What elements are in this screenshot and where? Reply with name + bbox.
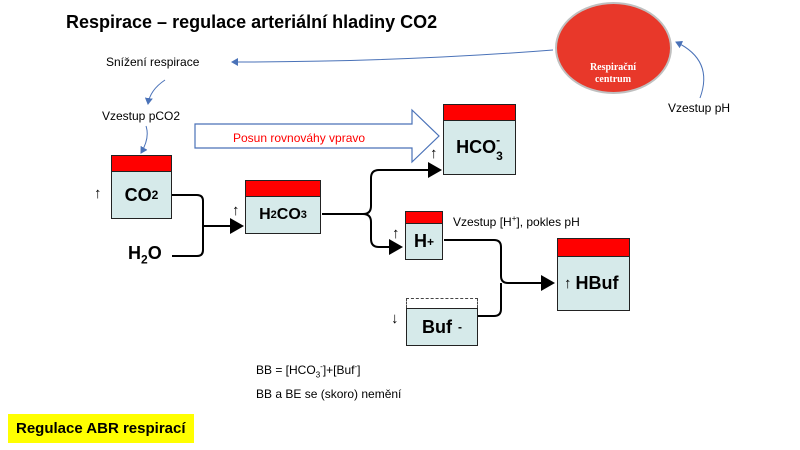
hbuf-box: ↑HBuf bbox=[557, 256, 630, 311]
co2-cap bbox=[111, 155, 172, 172]
note-vzestup-ph: Vzestup pH bbox=[668, 101, 731, 115]
bb-post: ] bbox=[357, 363, 361, 377]
slide-title: Respirace – regulace arteriální hladiny … bbox=[66, 12, 438, 32]
respiratory-center-line1: Respirační bbox=[589, 62, 637, 73]
note-vzestup-h-sup: + bbox=[511, 214, 517, 223]
buf-to-hbuf-line bbox=[478, 283, 502, 317]
respiratory-center-line2: centrum bbox=[594, 74, 632, 85]
co2-to-h2co3-line bbox=[172, 194, 204, 257]
h2o-label: H2O bbox=[128, 243, 162, 267]
bb-be-note: BB a BE se (skoro) nemění bbox=[256, 387, 402, 401]
hbuf-label: HBuf bbox=[575, 273, 619, 293]
h2o-post: O bbox=[147, 243, 162, 263]
center-to-snizeni-arrow bbox=[231, 49, 554, 66]
h2co3-split-line bbox=[322, 162, 442, 215]
buf-cap-depleted bbox=[406, 298, 478, 308]
h2co3-cap bbox=[245, 180, 321, 197]
h2o-sub: 2 bbox=[141, 252, 148, 267]
buf-label: Buf bbox=[422, 316, 452, 337]
h2co3-up-arrow: ↑ bbox=[232, 202, 240, 219]
h-up-arrow: ↑ bbox=[392, 225, 400, 242]
hco3-sup: - bbox=[496, 132, 501, 147]
hco3-box: HCO-3 bbox=[443, 120, 516, 175]
hco3-label: HCO bbox=[456, 137, 497, 157]
hco3-cap bbox=[443, 104, 516, 121]
buf-sup: - bbox=[458, 320, 462, 334]
bb-sub: 3 bbox=[315, 370, 321, 380]
buf-down-arrow: ↓ bbox=[391, 310, 399, 327]
snizeni-to-pco2-arrow bbox=[144, 79, 166, 105]
respiratory-center-label: Respirační centrum bbox=[578, 62, 648, 86]
bb-equation: BB = [HCO3-]+[Buf-] bbox=[256, 362, 361, 379]
hco3-up-arrow: ↑ bbox=[430, 145, 438, 162]
hbuf-up-arrow: ↑ bbox=[564, 275, 572, 292]
h-sup: + bbox=[426, 234, 434, 249]
h2co3-mid: CO bbox=[276, 206, 301, 223]
hco3-script: -3 bbox=[496, 132, 503, 163]
buf-box: Buf- bbox=[406, 308, 478, 346]
note-vzestup-pco2: Vzestup pCO2 bbox=[102, 109, 181, 123]
h2o-pre: H bbox=[128, 243, 141, 263]
h2co3-sub: 2 bbox=[270, 209, 277, 221]
h-label: H bbox=[413, 231, 427, 251]
co2-up-arrow: ↑ bbox=[94, 185, 102, 202]
shift-right-arrow bbox=[194, 108, 440, 164]
respiratory-center bbox=[555, 2, 672, 94]
hco3-sub: 3 bbox=[496, 148, 503, 163]
h-box: H+ bbox=[405, 223, 443, 260]
co2-label: CO bbox=[124, 184, 152, 205]
bb-sup2: - bbox=[354, 362, 358, 371]
ph-to-center-arrow bbox=[675, 40, 705, 99]
h2co3-pre: H bbox=[259, 206, 271, 223]
pco2-to-co2-arrow bbox=[140, 125, 148, 154]
hbuf-cap bbox=[557, 238, 630, 257]
note-vzestup-h-pre: Vzestup [H bbox=[453, 215, 512, 229]
h2co3-to-h-line bbox=[362, 213, 403, 255]
h2co3-sub2: 3 bbox=[300, 209, 307, 221]
bb-sup1: - bbox=[320, 362, 323, 371]
co2-sub: 2 bbox=[151, 188, 159, 202]
h-to-hbuf-line bbox=[444, 239, 555, 291]
footer-label: Regulace ABR respirací bbox=[8, 414, 194, 443]
note-vzestup-h: Vzestup [H+], pokles pH bbox=[453, 214, 580, 229]
bb-mid: ]+[Buf bbox=[322, 363, 355, 377]
bb-pre: BB = [HCO bbox=[256, 363, 316, 377]
note-posun: Posun rovnováhy vpravo bbox=[233, 131, 366, 145]
note-snizeni-respirace: Snížení respirace bbox=[106, 55, 200, 69]
note-vzestup-h-post: ], pokles pH bbox=[516, 215, 580, 229]
